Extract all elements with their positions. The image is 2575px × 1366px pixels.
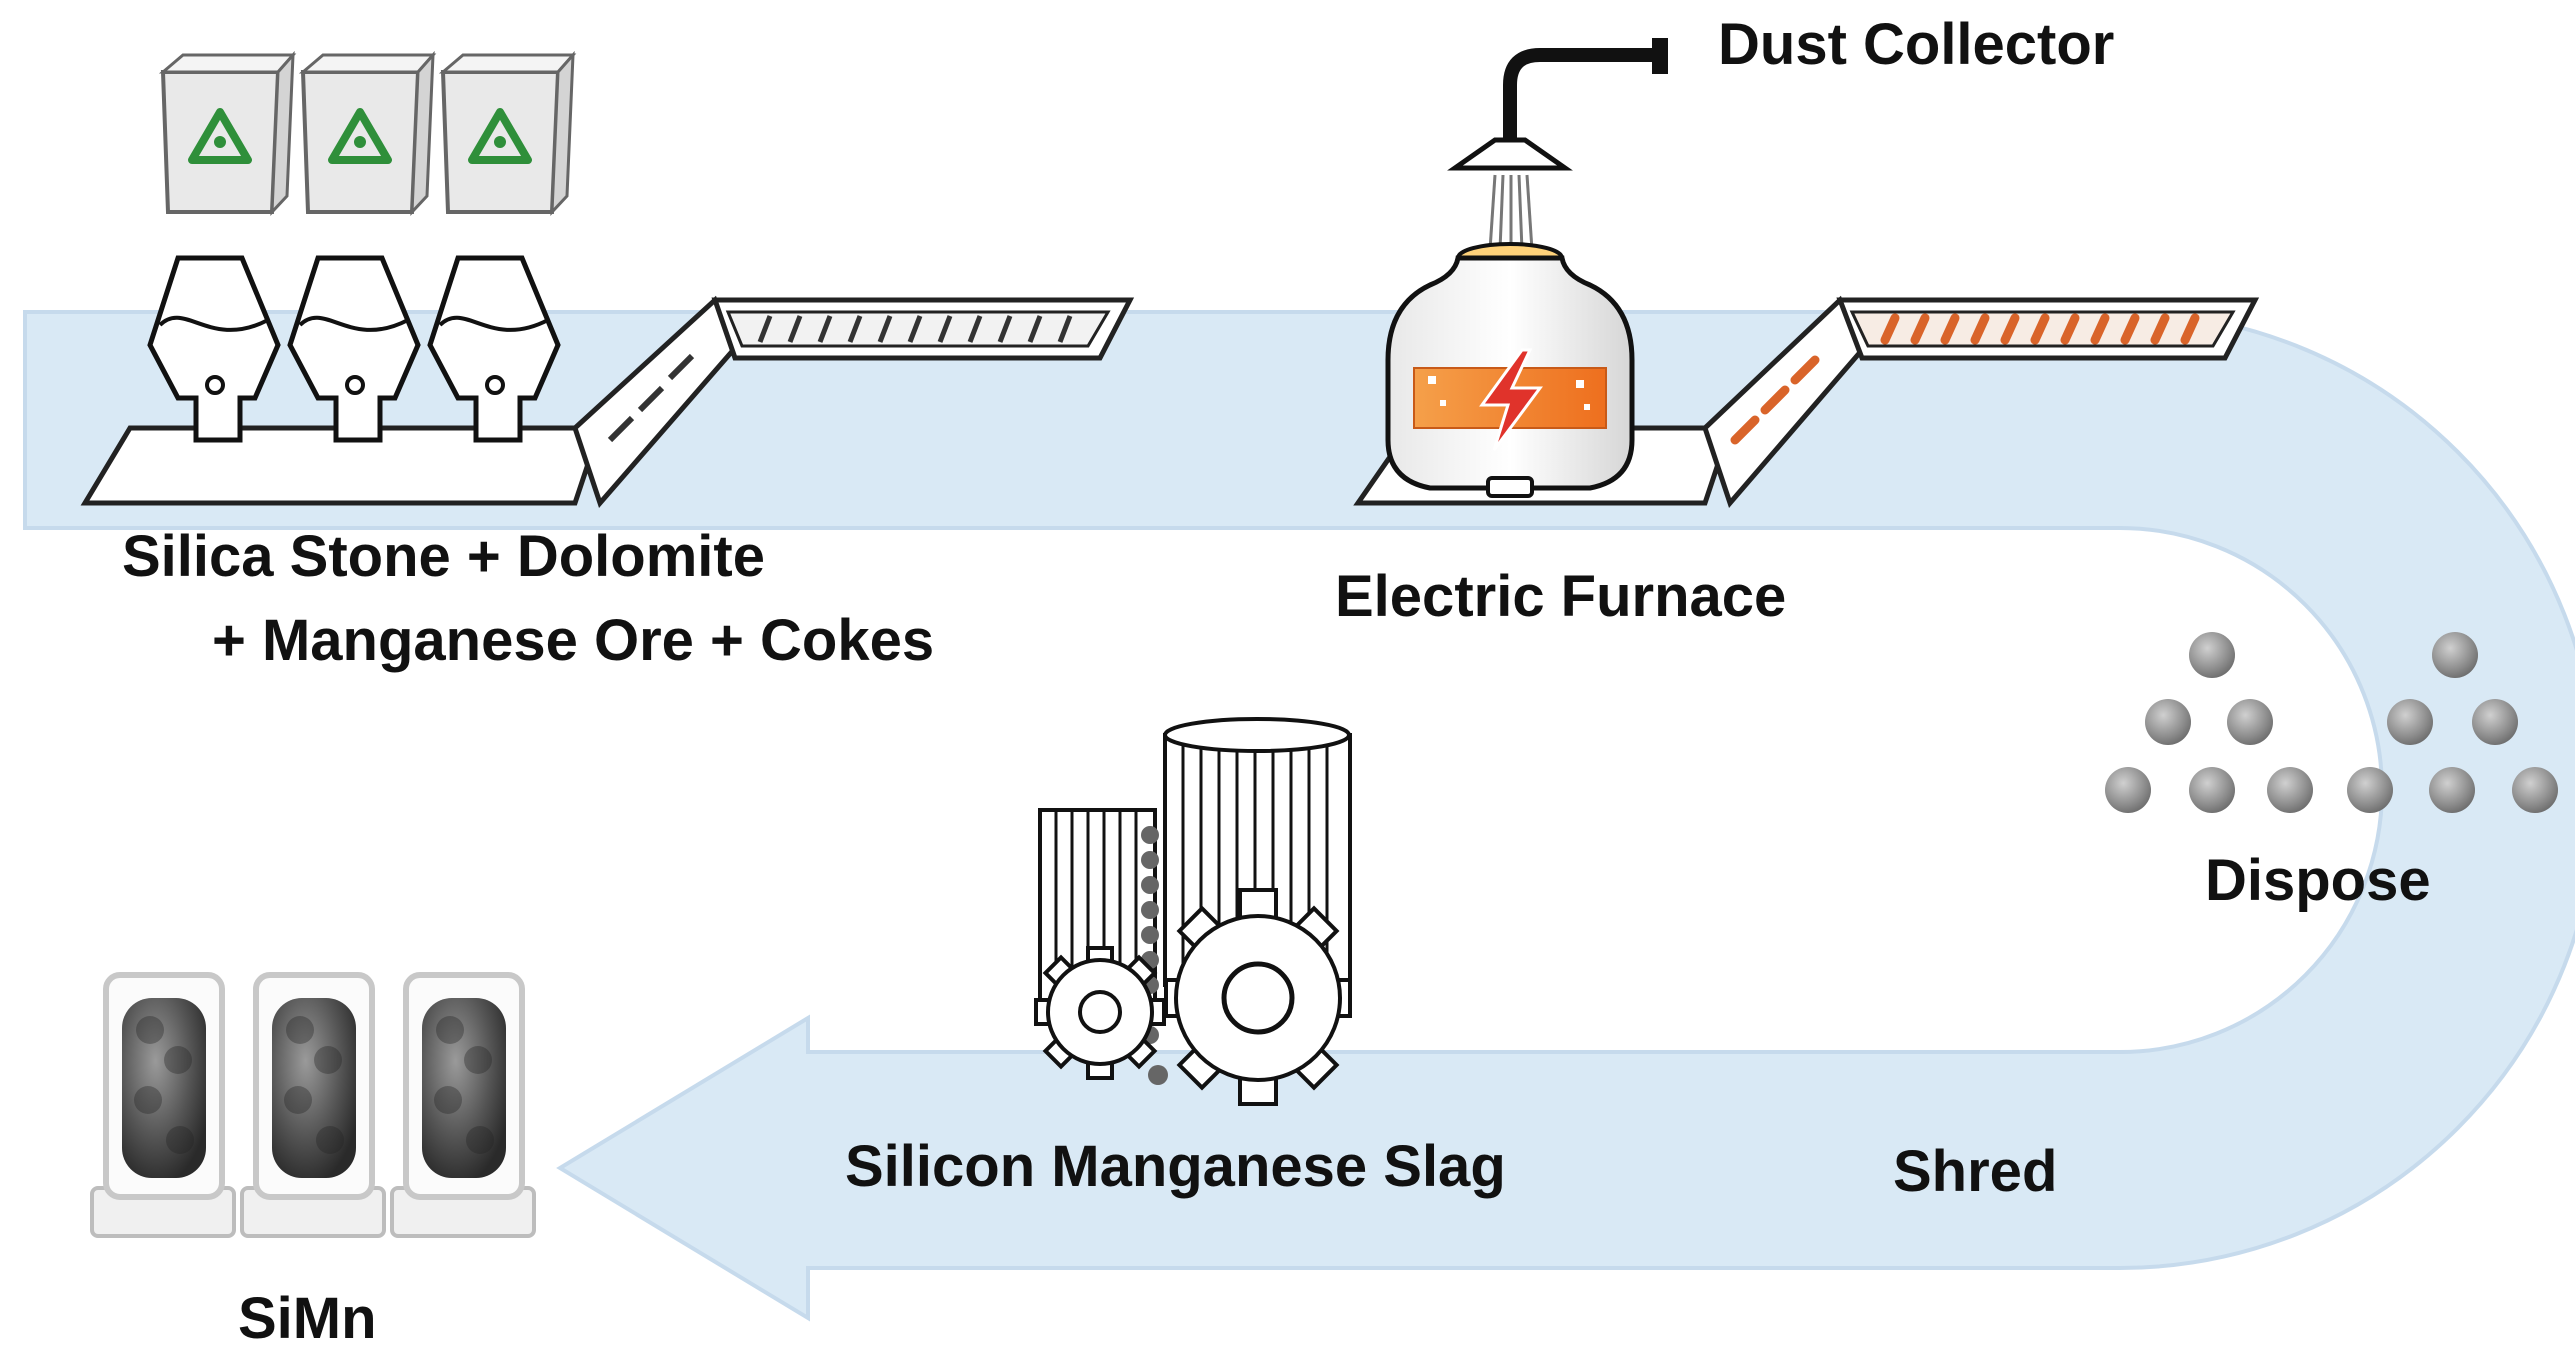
simn-canister-icon	[390, 972, 536, 1238]
simn-label: SiMn	[238, 1286, 377, 1351]
raw-material-station	[80, 295, 1135, 508]
hopper-icon	[287, 255, 421, 443]
recycle-box-icon	[298, 50, 437, 216]
simn-canisters	[90, 972, 536, 1238]
shred-label: Shred	[1893, 1139, 2058, 1204]
slag-particle-icon	[2189, 767, 2235, 813]
slag-particles	[2105, 632, 2558, 813]
slag-particle-icon	[2189, 632, 2235, 678]
slag-label: Silicon Manganese Slag	[845, 1134, 1506, 1199]
slag-particle-icon	[2429, 767, 2475, 813]
shredder-icon	[1034, 717, 1352, 1106]
slag-particle-icon	[2105, 767, 2151, 813]
slag-particle-icon	[2227, 699, 2273, 745]
dust-collector-label: Dust Collector	[1718, 12, 2115, 77]
slag-particle-icon	[2387, 699, 2433, 745]
simn-canister-icon	[240, 972, 386, 1238]
furnace-station	[1353, 38, 2260, 508]
slag-particle-icon	[2472, 699, 2518, 745]
raw-materials-label-line1: Silica Stone + Dolomite	[122, 524, 765, 589]
slag-particle-icon	[2347, 767, 2393, 813]
dispose-label: Dispose	[2205, 848, 2431, 913]
hopper-group	[147, 50, 577, 443]
furnace-top-conveyor	[1836, 297, 2260, 361]
recycle-box-icon	[158, 50, 297, 216]
simn-canister-icon	[90, 972, 236, 1238]
electric-furnace-icon	[1385, 242, 1635, 498]
raw-platform	[80, 425, 604, 506]
slag-particle-icon	[2512, 767, 2558, 813]
gear-icon	[1034, 946, 1166, 1080]
slag-particle-icon	[2145, 699, 2191, 745]
dust-collector-icon	[1447, 38, 1668, 251]
gear-icon	[1164, 888, 1352, 1106]
hopper-icon	[427, 255, 561, 443]
raw-top-conveyor	[711, 297, 1135, 361]
process-flow-band	[23, 310, 2575, 1322]
lightning-icon	[1479, 348, 1543, 451]
electric-furnace-label: Electric Furnace	[1335, 564, 1787, 629]
recycle-box-icon	[438, 50, 577, 216]
hopper-icon	[147, 255, 281, 443]
raw-materials-label-line2: + Manganese Ore + Cokes	[212, 608, 935, 673]
slag-particle-icon	[2432, 632, 2478, 678]
slag-particle-icon	[2267, 767, 2313, 813]
